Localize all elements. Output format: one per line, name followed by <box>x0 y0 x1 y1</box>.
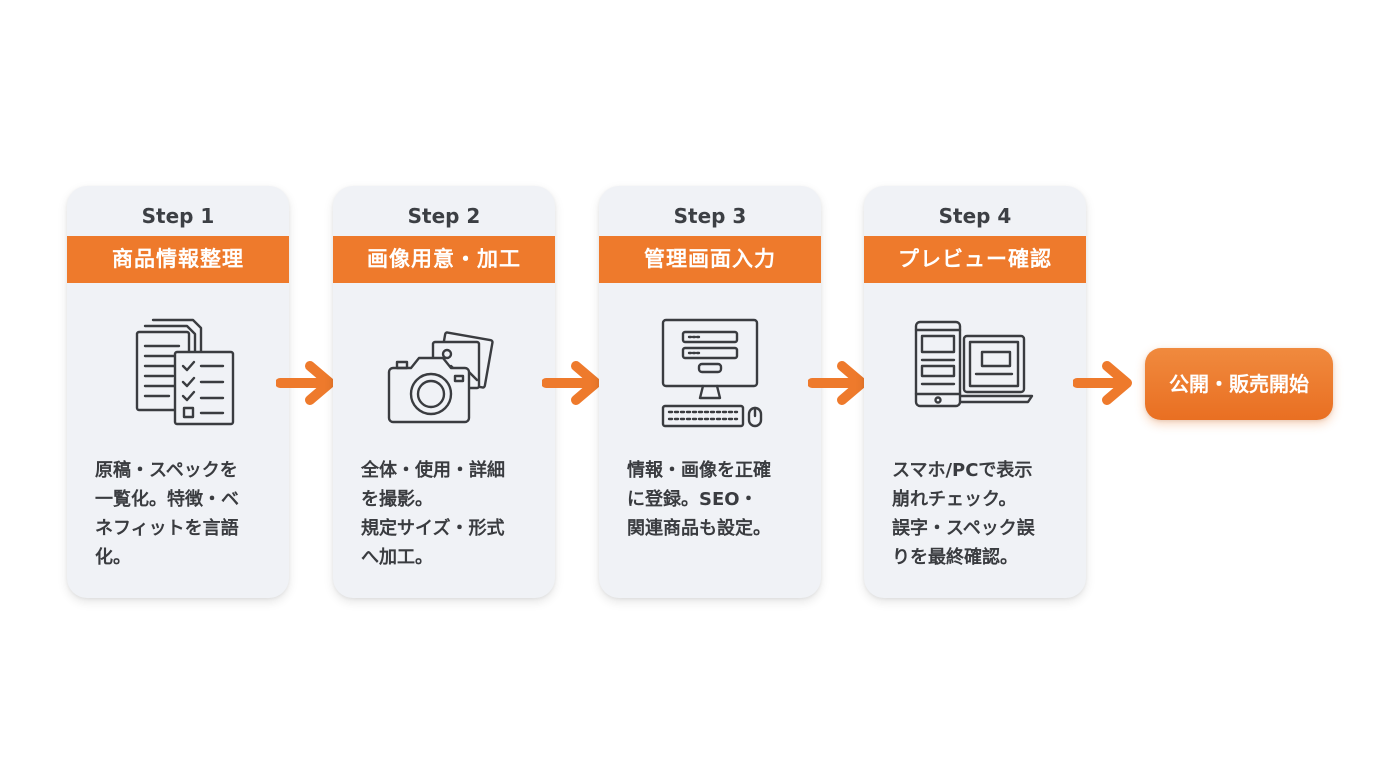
step-title-band: 管理画面入力 <box>599 236 821 283</box>
step-card-4: Step 4 プレビュー確認 スマホ/PCで表示 崩れチェック。 誤字・スペック… <box>864 186 1086 598</box>
step-card-3: Step 3 管理画面入力 情報・画像を正確 に登録。SEO・ 関連商品も設定。 <box>599 186 821 598</box>
desktop-computer-icon <box>661 318 763 428</box>
step-description: 情報・画像を正確 に登録。SEO・ 関連商品も設定。 <box>627 460 771 539</box>
step-description: 全体・使用・詳細 を撮影。 規定サイズ・形式 へ加工。 <box>361 460 505 568</box>
step-title-band: プレビュー確認 <box>864 236 1086 283</box>
step-number: Step 4 <box>938 204 1012 228</box>
step-title: 管理画面入力 <box>644 247 776 271</box>
arrow-right-icon <box>276 361 335 405</box>
step-title-band: 画像用意・加工 <box>333 236 555 283</box>
step-title: 画像用意・加工 <box>367 247 521 271</box>
step-number: Step 3 <box>673 204 747 228</box>
step-title-band: 商品情報整理 <box>67 236 289 283</box>
phone-laptop-icon <box>914 320 1034 408</box>
step-number: Step 2 <box>407 204 481 228</box>
final-publish-box: 公開・販売開始 <box>1145 348 1333 420</box>
step-title: プレビュー確認 <box>898 247 1052 271</box>
arrow-right-icon <box>542 361 601 405</box>
arrow-right-icon <box>1073 361 1132 405</box>
documents-checklist-icon <box>135 318 235 426</box>
step-number: Step 1 <box>141 204 215 228</box>
step-title: 商品情報整理 <box>112 247 244 271</box>
step-card-1: Step 1 商品情報整理 原稿・スペックを 一覧化。特徴・ベ ネフィットを言語… <box>67 186 289 598</box>
step-description: 原稿・スペックを 一覧化。特徴・ベ ネフィットを言語 化。 <box>95 460 239 568</box>
step-description: スマホ/PCで表示 崩れチェック。 誤字・スペック誤 りを最終確認。 <box>892 460 1035 568</box>
step-card-2: Step 2 画像用意・加工 全体・使用・詳細 を撮影。 規定サイズ・形式 へ加… <box>333 186 555 598</box>
camera-photos-icon <box>387 331 494 424</box>
arrow-right-icon <box>808 361 867 405</box>
